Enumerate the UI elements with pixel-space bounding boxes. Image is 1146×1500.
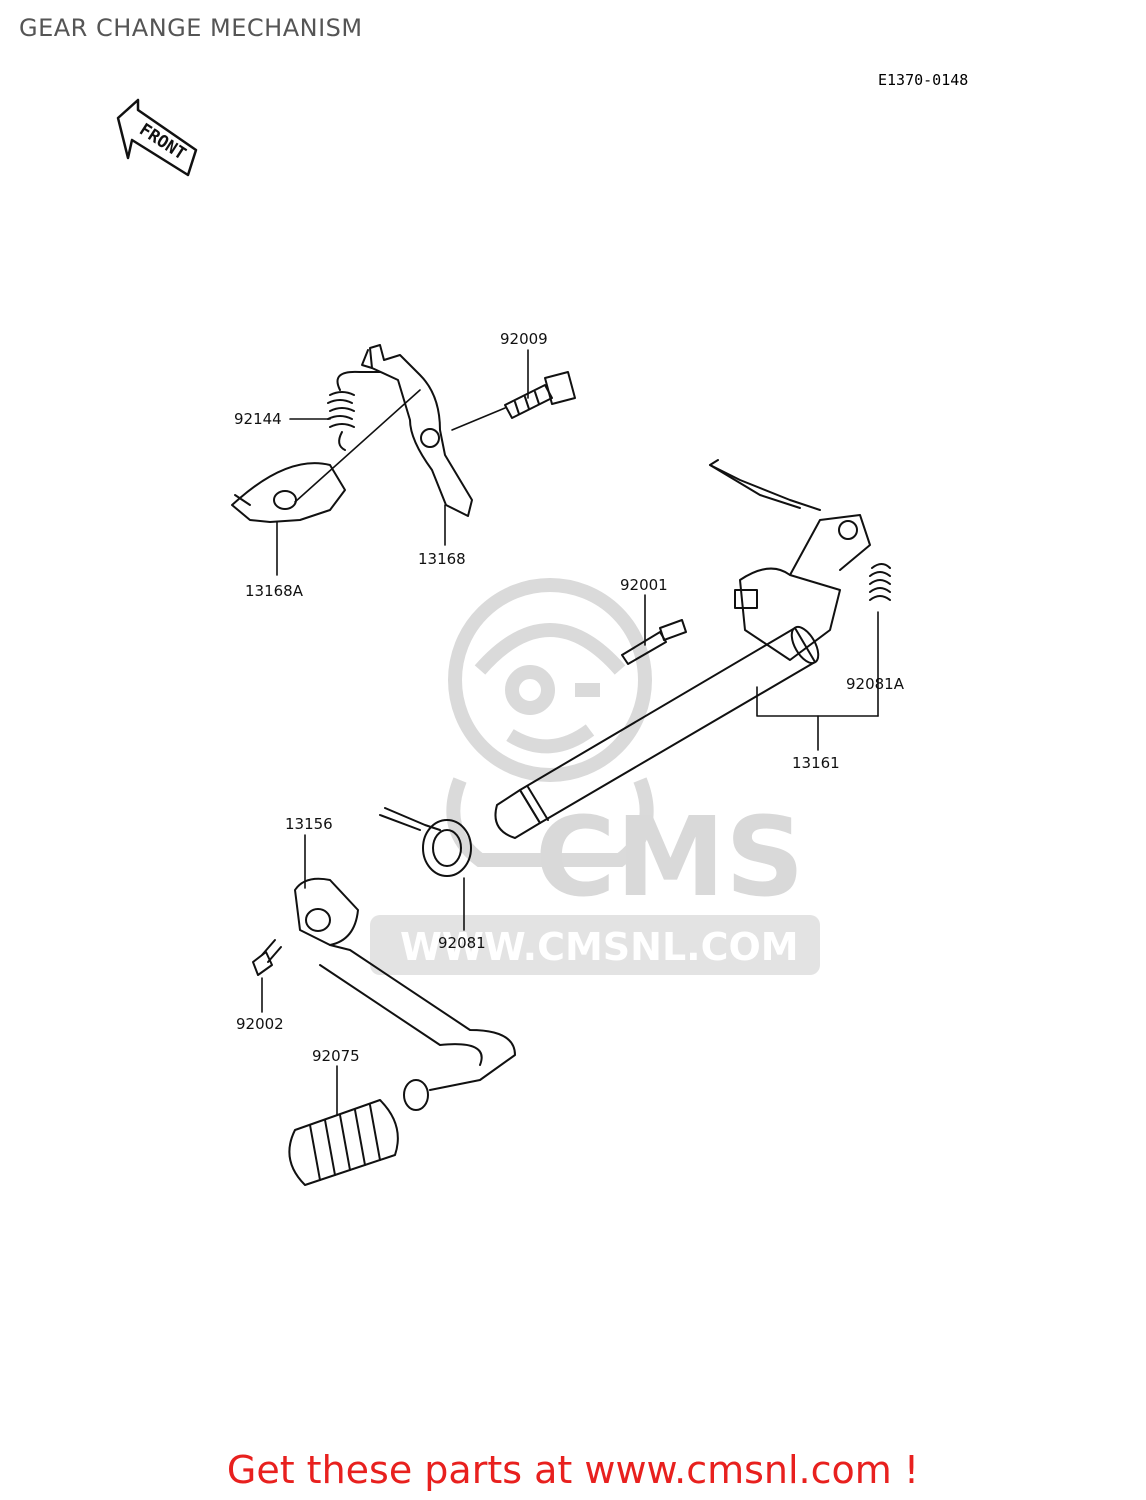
part-label-92009: 92009 <box>500 330 548 348</box>
pin-92001 <box>621 619 687 665</box>
watermark-brand: CMS <box>535 793 804 921</box>
rubber-92075 <box>288 1099 399 1186</box>
part-label-13168: 13168 <box>418 550 466 568</box>
cms-watermark: CMS WWW.CMSNL.COM <box>370 578 820 975</box>
page-title: GEAR CHANGE MECHANISM <box>19 14 363 42</box>
watermark-url: WWW.CMSNL.COM <box>400 925 799 969</box>
shaft-13161 <box>494 459 871 839</box>
part-label-92081: 92081 <box>438 934 486 952</box>
lever-13156 <box>294 877 516 1111</box>
spring-92081a <box>869 563 891 601</box>
part-label-92144: 92144 <box>234 410 282 428</box>
part-label-92002: 92002 <box>236 1015 284 1033</box>
bolt-92002 <box>252 939 282 976</box>
front-arrow-icon: FRONT <box>116 98 198 177</box>
part-label-92075: 92075 <box>312 1047 360 1065</box>
part-label-13161: 13161 <box>792 754 840 772</box>
part-label-13168a: 13168A <box>245 582 303 600</box>
mascot-icon <box>446 578 654 867</box>
pawl-13168a <box>231 462 346 523</box>
spring-92144 <box>327 370 381 451</box>
spring-92081 <box>379 807 472 877</box>
part-label-92081a: 92081A <box>846 675 904 693</box>
part-label-92001: 92001 <box>620 576 668 594</box>
part-label-13156: 13156 <box>285 815 333 833</box>
diagram-code: E1370-0148 <box>878 71 969 89</box>
footer-promo-link[interactable]: Get these parts at www.cmsnl.com ! <box>226 1448 920 1492</box>
plate-13168 <box>361 344 473 517</box>
bolt-92009 <box>504 371 576 419</box>
